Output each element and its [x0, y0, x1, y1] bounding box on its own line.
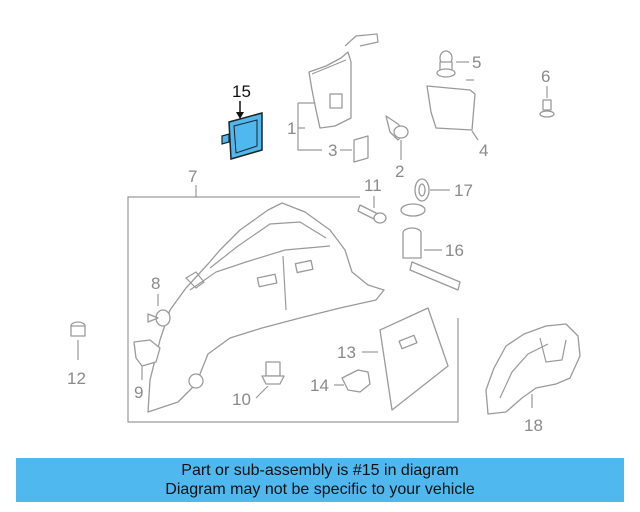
- banner-line-2: Diagram may not be specific to your vehi…: [165, 481, 475, 498]
- part-2-screw[interactable]: [385, 115, 409, 141]
- part-18-wheelhouse-trim[interactable]: [485, 323, 581, 415]
- parts-diagram: 15 1 3 2 5 4 6 17: [67, 33, 581, 435]
- callout-3: 3: [328, 141, 337, 160]
- callout-16: 16: [445, 241, 464, 260]
- part-9-bracket[interactable]: [133, 339, 161, 367]
- leader-1: [297, 102, 322, 151]
- callout-4: 4: [479, 141, 488, 160]
- callout-1: 1: [287, 119, 296, 138]
- part-17-cap[interactable]: [400, 178, 430, 217]
- callout-11: 11: [364, 176, 382, 195]
- callout-2: 2: [395, 162, 404, 181]
- part-8-clip[interactable]: [147, 309, 171, 327]
- part-1-trim-panel[interactable]: [308, 33, 379, 129]
- part-15-highlighted[interactable]: [221, 101, 263, 160]
- part-7-frame: [127, 196, 459, 423]
- banner-line-1: Part or sub-assembly is #15 in diagram: [181, 462, 459, 479]
- callout-13: 13: [337, 343, 356, 362]
- callout-17: 17: [454, 181, 473, 200]
- part-10-clip[interactable]: [261, 361, 285, 385]
- callout-9: 9: [134, 383, 143, 402]
- quarter-trim-panel[interactable]: [147, 202, 385, 413]
- part-13-board[interactable]: [379, 307, 449, 411]
- part-16-socket[interactable]: [402, 227, 461, 291]
- callout-14: 14: [310, 376, 329, 395]
- part-6-pin[interactable]: [539, 99, 555, 118]
- callout-8: 8: [151, 274, 160, 293]
- callout-5: 5: [472, 53, 481, 72]
- part-5-clip[interactable]: [436, 50, 456, 78]
- callout-10: 10: [232, 390, 251, 409]
- callout-15: 15: [232, 82, 251, 101]
- part-11-bolt[interactable]: [357, 204, 387, 224]
- part-12-pin[interactable]: [70, 321, 86, 337]
- part-14-bracket[interactable]: [341, 369, 371, 393]
- callout-12: 12: [67, 369, 86, 388]
- info-banner: Part or sub-assembly is #15 in diagram D…: [16, 458, 624, 502]
- callout-7: 7: [188, 167, 197, 186]
- part-4-cover[interactable]: [426, 85, 476, 131]
- part-3-pad[interactable]: [353, 135, 369, 163]
- callout-18: 18: [524, 416, 543, 435]
- callout-6: 6: [541, 67, 550, 86]
